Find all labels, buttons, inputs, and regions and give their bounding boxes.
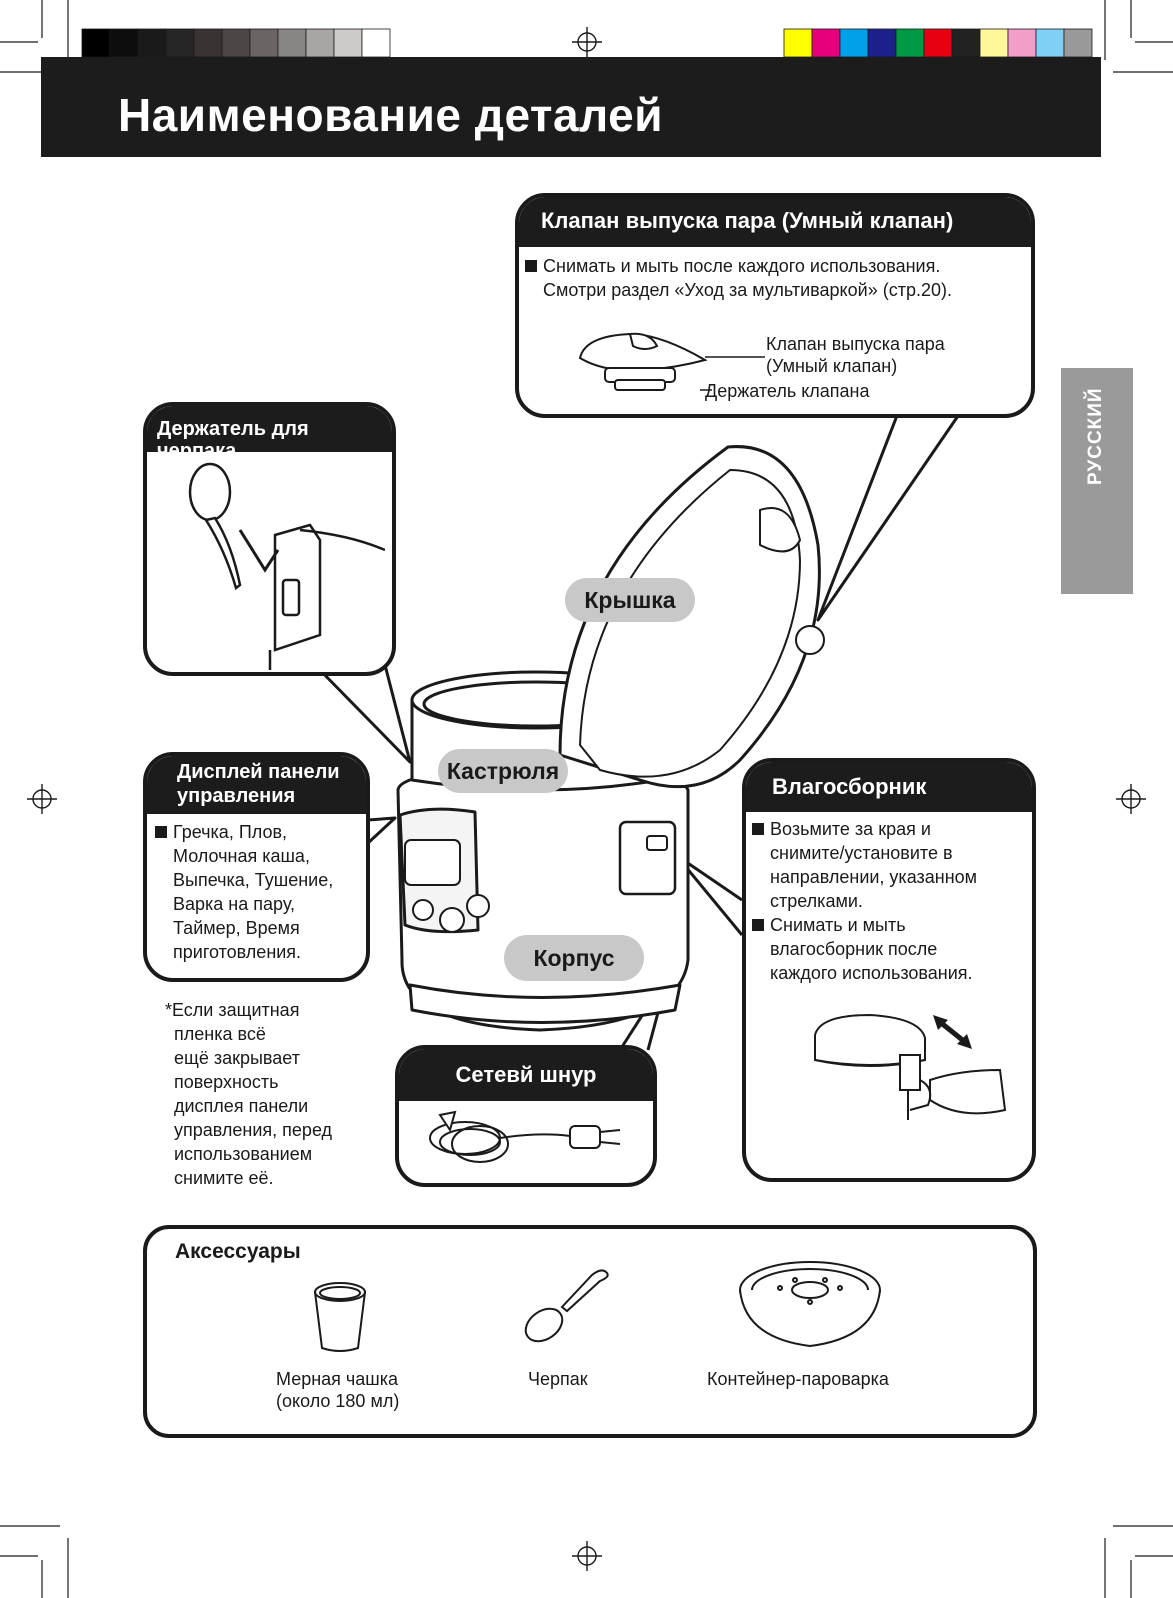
power-cord-callout: Сетевй шнур xyxy=(395,1045,657,1187)
header-bar xyxy=(41,57,1101,157)
language-tab xyxy=(1061,368,1133,594)
condensate-line: Снимать и мыть xyxy=(752,913,1032,937)
steam-valve-text-line2: Смотри раздел «Уход за мультиваркой» (ст… xyxy=(543,280,952,300)
steam-valve-leaders xyxy=(700,356,765,391)
condensate-line: снимите/установите в xyxy=(770,843,953,863)
accessory-label: Мерная чашка xyxy=(276,1369,399,1389)
note-line: управления, перед xyxy=(174,1120,333,1140)
note-line: использованием xyxy=(174,1144,313,1164)
power-cord-illustration xyxy=(429,1110,621,1163)
swatch xyxy=(783,28,813,58)
display-panel-callout: Дисплей панели управления xyxy=(143,752,370,982)
note-line: пленка всё xyxy=(174,1024,266,1044)
steam-valve-text-line1: Снимать и мыть после каждого использован… xyxy=(525,254,1173,278)
accessory-label: Контейнер-пароварка xyxy=(707,1369,889,1389)
ladle-holder-illustration xyxy=(188,462,385,670)
note-line: поверхность xyxy=(174,1072,279,1092)
swatch xyxy=(811,28,841,58)
pot-label: Кастрюля xyxy=(438,749,568,793)
swatch xyxy=(1007,28,1037,58)
accessories-title: Аксессуары xyxy=(175,1240,301,1263)
steam-valve-label-line1: Клапан выпуска пара xyxy=(766,334,945,354)
power-cord-title: Сетевй шнур xyxy=(399,1049,653,1101)
swatch xyxy=(1063,28,1093,58)
swatch xyxy=(951,28,981,58)
accessories-box xyxy=(143,1225,1037,1438)
display-panel-line: Молочная каша, xyxy=(173,846,310,866)
swatch xyxy=(193,28,223,58)
steam-valve-title: Клапан выпуска пара (Умный клапан) xyxy=(519,197,1031,247)
page-title: Наименование деталей xyxy=(118,89,664,141)
condensate-text: Возьмите за края и снимите/установите в … xyxy=(752,817,1032,985)
steamer-container-icon xyxy=(739,1261,881,1348)
steam-valve-callout: Клапан выпуска пара (Умный клапан) xyxy=(515,193,1035,418)
protective-film-note: *Если защитная пленка всё ещё закрывает … xyxy=(165,998,375,1190)
condensate-illustration xyxy=(814,1013,1007,1120)
display-panel-line: Гречка, Плов, xyxy=(155,820,365,844)
display-panel-title: Дисплей панели управления xyxy=(147,756,366,814)
condensate-title: Влагосборник xyxy=(746,762,1032,812)
condensate-line: направлении, указанном xyxy=(770,867,978,887)
accessory-label: Черпак xyxy=(528,1369,588,1389)
swatch xyxy=(137,28,167,58)
note-line: *Если защитная xyxy=(165,1000,300,1020)
steam-valve-label-line2: (Умный клапан) xyxy=(766,356,898,376)
accessory-label: (около 180 мл) xyxy=(276,1391,400,1411)
condensate-line: каждого использования. xyxy=(770,963,973,983)
swatch xyxy=(221,28,251,58)
note-line: снимите её. xyxy=(174,1168,274,1188)
condensate-line: влагосборник после xyxy=(770,939,938,959)
display-panel-title-line1: Дисплей панели xyxy=(177,761,340,783)
display-panel-title-line2: управления xyxy=(177,785,296,807)
display-panel-text: Гречка, Плов, Молочная каша, Выпечка, Ту… xyxy=(155,820,365,964)
lid-label: Крышка xyxy=(565,578,695,622)
display-panel-line: Таймер, Время xyxy=(173,918,300,938)
condensate-line: Возьмите за края и xyxy=(752,817,1032,841)
body-label: Корпус xyxy=(504,935,644,981)
swatch xyxy=(895,28,925,58)
ladle-holder-title: Держатель для черпака xyxy=(147,406,392,462)
display-panel-line: Выпечка, Тушение, xyxy=(173,870,334,890)
display-panel-line: Варка на пару, xyxy=(173,894,296,914)
measuring-cup-icon xyxy=(313,1282,367,1352)
ladle-icon xyxy=(524,1269,609,1343)
note-line: дисплея панели xyxy=(174,1096,309,1116)
note-line: ещё закрывает xyxy=(174,1048,300,1068)
steam-valve-illustration xyxy=(578,332,708,391)
valve-holder-label: Держатель клапана xyxy=(705,381,870,401)
condensate-line: стрелками. xyxy=(770,891,863,911)
display-panel-line: приготовления. xyxy=(173,942,302,962)
